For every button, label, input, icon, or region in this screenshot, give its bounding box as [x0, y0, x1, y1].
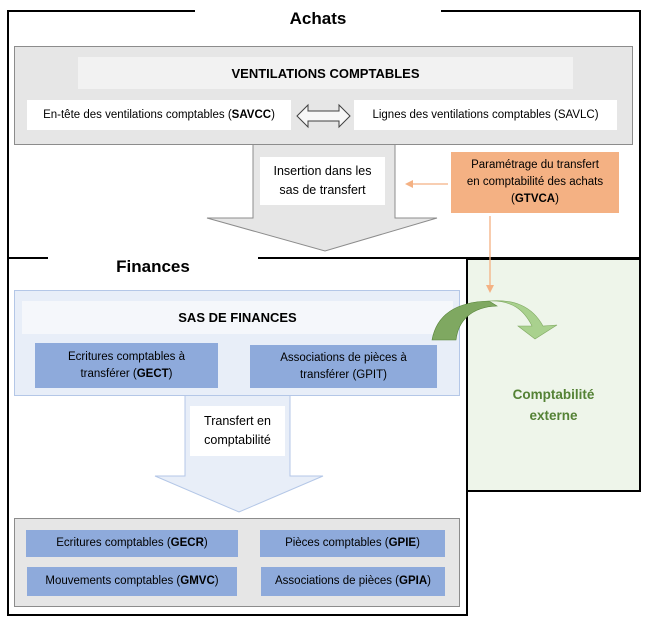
savlc-label: Lignes des ventilations comptables (SAVL… [372, 108, 599, 121]
finances-title: Finances [116, 257, 190, 276]
gmvc-label: Mouvements comptables (GMVC) [45, 575, 219, 587]
achats-title: Achats [289, 9, 347, 28]
gpia-label: Associations de pièces (GPIA) [275, 575, 431, 587]
achats-frame-top-right [441, 10, 641, 12]
savcc-label: En-tête des ventilations comptables (SAV… [43, 108, 275, 121]
gmvc-box[interactable]: Mouvements comptables (GMVC) [27, 567, 237, 596]
sas-finances-header: SAS DE FINANCES [22, 301, 453, 334]
savcc-box[interactable]: En-tête des ventilations comptables (SAV… [27, 100, 291, 130]
achats-frame-right [639, 10, 641, 259]
finances-frame-right [466, 490, 468, 616]
ventilations-header: VENTILATIONS COMPTABLES [78, 57, 573, 89]
finances-frame-bottom [7, 614, 468, 616]
gpie-label: Pièces comptables (GPIE) [285, 537, 420, 549]
gecr-box[interactable]: Ecritures comptables (GECR) [26, 530, 238, 557]
finances-frame-left [7, 257, 9, 616]
gecr-label: Ecritures comptables (GECR) [56, 537, 208, 549]
finances-frame-top-left [7, 257, 48, 259]
achats-frame-left [7, 10, 9, 259]
savlc-box[interactable]: Lignes des ventilations comptables (SAVL… [354, 100, 617, 130]
gpie-box[interactable]: Pièces comptables (GPIE) [260, 530, 445, 557]
external-accounting-panel [466, 258, 641, 492]
achats-frame-bottom [258, 257, 641, 259]
gpia-box[interactable]: Associations de pièces (GPIA) [261, 567, 445, 596]
achats-frame-top-left [7, 10, 195, 12]
